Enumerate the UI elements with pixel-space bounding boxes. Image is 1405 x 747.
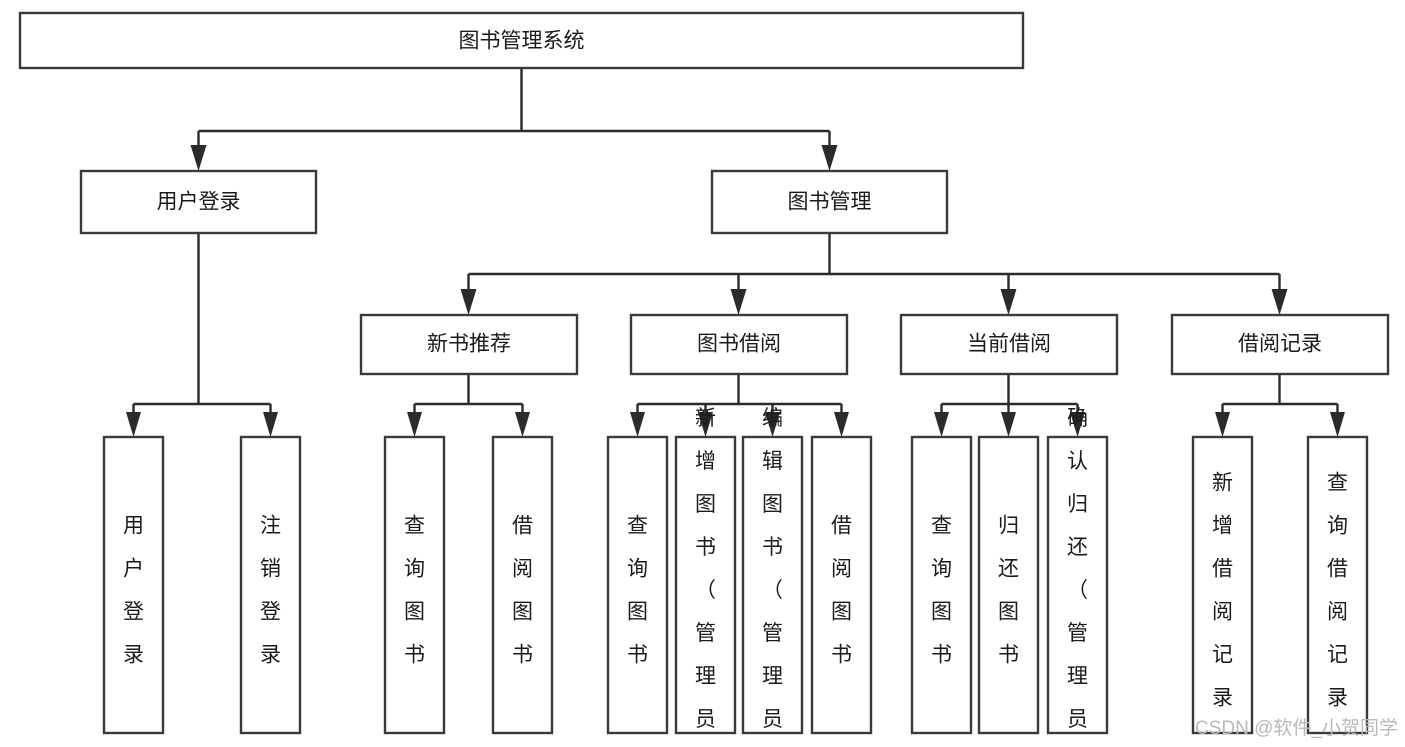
leaf-return-book-label: 归还图书	[998, 515, 1019, 667]
node-user-login[interactable]: 用户登录	[79, 169, 318, 235]
node-current-borrow-box[interactable]	[899, 313, 1119, 376]
arrow-user-login-leaf-1	[126, 412, 141, 437]
leaf-borrow-book-recommend-box[interactable]	[491, 435, 554, 735]
leaf-add-book-box[interactable]	[674, 435, 737, 735]
leaf-query-book-recommend-label: 查询图书	[404, 515, 425, 667]
node-new-book-recommend-label: 新书推荐	[427, 333, 511, 356]
arrow-to-current-borrow	[1000, 289, 1017, 315]
node-book-borrow[interactable]: 图书借阅	[629, 313, 849, 376]
leaf-borrow-book-label: 借阅图书	[831, 515, 852, 667]
leaf-node[interactable]: 借阅图书	[810, 435, 873, 735]
arrow-to-borrow-record	[1271, 289, 1288, 315]
leaf-query-book-borrow-label: 查询图书	[627, 515, 648, 667]
leaf-node[interactable]: 归还图书	[977, 435, 1040, 735]
leaf-logout-box[interactable]	[239, 435, 302, 735]
leaf-add-book-label: 新增图书（管理员）	[695, 407, 716, 747]
arrow-root-to-book-manage	[821, 145, 838, 171]
leaf-query-book-current-label: 查询图书	[931, 515, 952, 667]
leaf-query-book-borrow-box[interactable]	[606, 435, 669, 735]
arrow-to-new-book-recommend	[460, 289, 477, 315]
node-borrow-record-label: 借阅记录	[1238, 333, 1322, 356]
node-current-borrow[interactable]: 当前借阅	[899, 313, 1119, 376]
node-root[interactable]: 图书管理系统	[18, 11, 1025, 70]
node-current-borrow-label: 当前借阅	[967, 333, 1051, 356]
node-book-manage-box[interactable]	[710, 169, 949, 235]
connector-layer	[126, 68, 1345, 437]
leaf-borrow-book-recommend-label: 借阅图书	[512, 515, 533, 667]
arrow-current-borrow-leaf-2	[1001, 412, 1016, 437]
node-book-manage-label: 图书管理	[788, 191, 872, 214]
arrow-book-borrow-leaf-4	[834, 412, 849, 437]
arrow-borrow-record-leaf-1	[1215, 412, 1230, 437]
leaf-query-borrow-record-box[interactable]	[1306, 435, 1369, 735]
leaf-user-login-label: 用户登录	[123, 515, 144, 667]
leaf-node[interactable]: 新增图书（管理员）	[674, 407, 737, 747]
leaf-return-book-box[interactable]	[977, 435, 1040, 735]
node-borrow-record-box[interactable]	[1170, 313, 1390, 376]
arrow-root-to-user-login	[190, 145, 207, 171]
leaf-edit-book-label: 编辑图书（管理员）	[762, 407, 783, 747]
node-borrow-record[interactable]: 借阅记录	[1170, 313, 1390, 376]
leaf-node[interactable]: 查询图书	[606, 435, 669, 735]
leaf-node[interactable]: 注销登录	[239, 435, 302, 735]
leaf-logout-label: 注销登录	[260, 515, 281, 667]
node-book-manage[interactable]: 图书管理	[710, 169, 949, 235]
node-user-login-label: 用户登录	[157, 191, 241, 214]
arrow-current-borrow-leaf-3	[1070, 412, 1085, 437]
node-book-borrow-box[interactable]	[629, 313, 849, 376]
arrow-new-book-leaf-2	[515, 412, 530, 437]
leaf-edit-book-box[interactable]	[741, 435, 804, 735]
arrow-book-borrow-leaf-1	[630, 412, 645, 437]
arrow-user-login-leaf-2	[263, 412, 278, 437]
leaf-node[interactable]: 用户登录	[102, 435, 165, 735]
arrow-to-book-borrow	[730, 289, 747, 315]
leaf-query-borrow-record-label: 查询借阅记录	[1327, 472, 1348, 710]
node-new-book-recommend[interactable]: 新书推荐	[359, 313, 579, 376]
leaf-borrow-book-box[interactable]	[810, 435, 873, 735]
leaf-node[interactable]: 查询图书	[910, 435, 973, 735]
leaf-add-borrow-record-box[interactable]	[1191, 435, 1254, 735]
arrow-book-borrow-leaf-2	[698, 412, 713, 437]
leaf-confirm-return-label: 确认归还（管理员）	[1067, 407, 1088, 747]
leaf-user-login-box[interactable]	[102, 435, 165, 735]
node-root-label: 图书管理系统	[459, 30, 585, 53]
arrow-borrow-record-leaf-2	[1330, 412, 1345, 437]
leaf-add-borrow-record-label: 新增借阅记录	[1212, 472, 1233, 710]
leaf-node[interactable]: 查询图书	[383, 435, 446, 735]
node-user-login-box[interactable]	[79, 169, 318, 235]
node-root-box[interactable]	[18, 11, 1025, 70]
leaf-node[interactable]: 新增借阅记录	[1191, 435, 1254, 735]
leaf-confirm-return-box[interactable]	[1046, 435, 1109, 735]
arrow-current-borrow-leaf-1	[934, 412, 949, 437]
leaf-node[interactable]: 借阅图书	[491, 435, 554, 735]
leaf-query-book-current-box[interactable]	[910, 435, 973, 735]
leaf-node[interactable]: 编辑图书（管理员）	[741, 407, 804, 747]
arrow-book-borrow-leaf-3	[765, 412, 780, 437]
leaf-node[interactable]: 查询借阅记录	[1306, 435, 1369, 735]
leaf-query-book-recommend-box[interactable]	[383, 435, 446, 735]
leaf-node[interactable]: 确认归还（管理员）	[1046, 407, 1109, 747]
node-new-book-recommend-box[interactable]	[359, 313, 579, 376]
watermark-label: CSDN @软件_小贺同学	[1195, 717, 1398, 739]
node-book-borrow-label: 图书借阅	[697, 333, 781, 356]
arrow-new-book-leaf-1	[407, 412, 422, 437]
